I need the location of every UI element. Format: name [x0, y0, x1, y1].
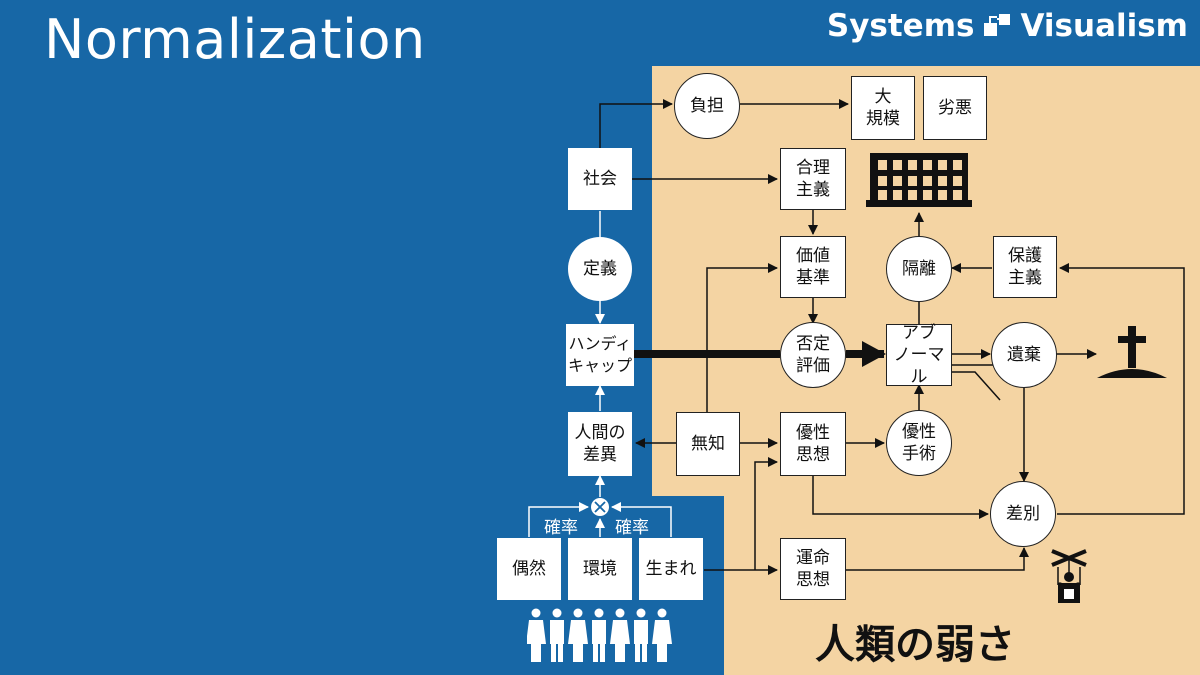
node-gouri: 合理 主義: [780, 148, 846, 210]
edge-umare-multiply: [611, 502, 672, 537]
node-yusei: 優性 思想: [780, 412, 846, 476]
node-kakuri: 隔離: [886, 236, 952, 302]
node-yuseishujutsu: 優性 手術: [886, 410, 952, 476]
node-handicap: ハンディ キャップ: [566, 324, 634, 386]
label-kakuritsu-right: 確率: [612, 513, 652, 538]
page-title: Normalization: [44, 8, 426, 71]
node-futan: 負担: [674, 73, 740, 139]
grave-icon: [1097, 326, 1167, 378]
node-retsuaku: 劣悪: [923, 76, 987, 140]
node-guuzen: 偶然: [497, 538, 561, 600]
edge-shakai-futan: [599, 99, 673, 148]
node-umare: 生まれ: [639, 538, 703, 600]
node-hogo: 保護 主義: [993, 236, 1057, 298]
edge-guuzen-multiply: [528, 502, 589, 537]
building-icon: [866, 153, 972, 207]
footer-title: 人類の弱さ: [815, 622, 1015, 668]
node-kankyou: 環境: [568, 538, 632, 600]
node-iki: 遺棄: [991, 322, 1057, 388]
multiply-icon: [591, 498, 609, 516]
node-teigi: 定義: [568, 237, 632, 301]
logo-icon: [984, 14, 1011, 36]
node-abnormal: アブ ノーマル: [886, 323, 952, 387]
people-icon: [527, 608, 672, 662]
edge-umare-yusei: [754, 457, 778, 570]
node-muchi: 無知: [676, 412, 740, 476]
brand: Systems Visualism: [827, 6, 1188, 46]
node-hitei: 否定 評価: [780, 322, 846, 388]
brand-right: Visualism: [1020, 8, 1188, 44]
label-kakuritsu-left: 確率: [541, 513, 581, 538]
edge-abnormal-sabetsu-2: [952, 371, 1001, 401]
edge-unmei-sabetsu: [845, 547, 1029, 571]
node-unmei: 運命 思想: [780, 538, 846, 600]
node-sabetsu: 差別: [990, 481, 1056, 547]
edge-sabetsu-hogo: [1057, 263, 1185, 515]
node-sai: 人間の 差異: [568, 412, 632, 476]
puppet-icon: [1051, 549, 1087, 603]
node-kachi: 価値 基準: [780, 236, 846, 298]
node-daikibo: 大 規模: [851, 76, 915, 140]
brand-left: Systems: [826, 8, 975, 44]
node-shakai: 社会: [568, 148, 632, 210]
edge-yusei-sabetsu: [812, 475, 989, 519]
edge-muchi-kachi: [706, 263, 778, 412]
